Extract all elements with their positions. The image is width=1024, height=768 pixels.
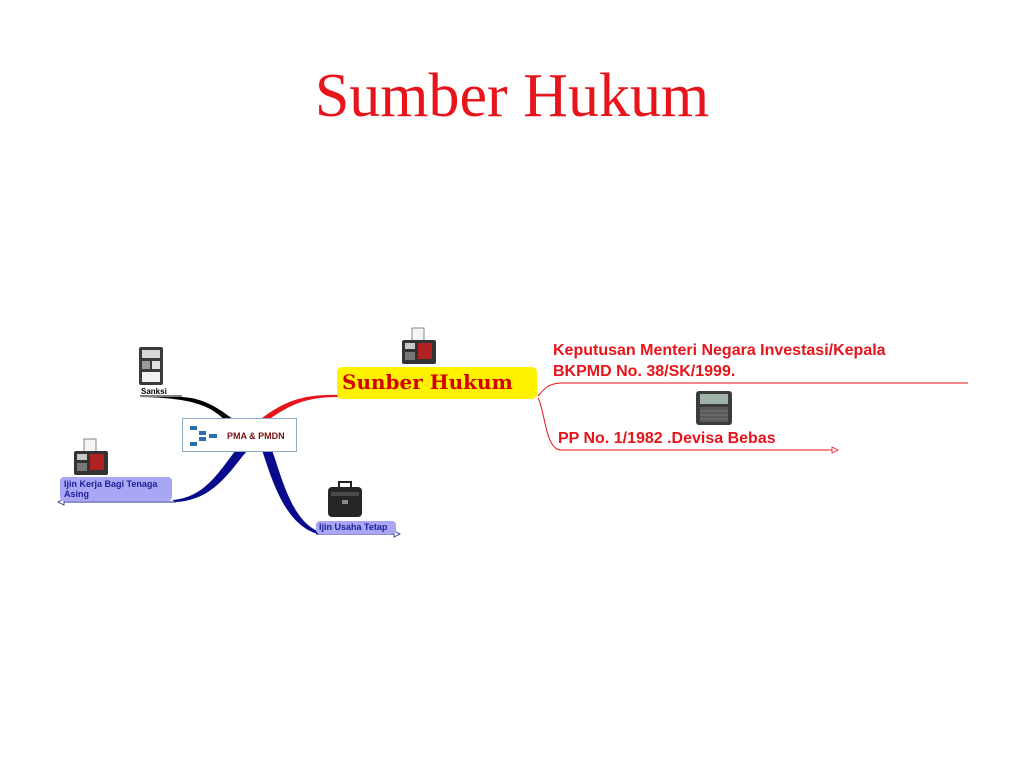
central-topic-node[interactable]: PMA & PMDN	[182, 418, 297, 452]
branch-sumber	[262, 394, 338, 420]
briefcase-icon	[328, 481, 362, 517]
branch-label-sumber-hukum: Sunber Hukum	[342, 370, 513, 394]
sub-branch-keputusan-1[interactable]: Keputusan Menteri Negara Investasi/Kepal…	[553, 342, 886, 359]
central-topic-label: PMA & PMDN	[227, 431, 285, 441]
mindmap-structure-icon	[190, 426, 217, 446]
branch-node-ijin-kerja[interactable]: Ijin Kerja Bagi Tenaga Asing	[60, 477, 172, 501]
branch-label-ijin-kerja-2: Asing	[64, 489, 90, 499]
calculator-receipt-icon	[402, 327, 436, 364]
branch-ijin-kerja	[172, 450, 246, 502]
sub-branch-pp[interactable]: PP No. 1/1982 .Devisa Bebas	[558, 430, 776, 447]
link-keputusan	[537, 382, 968, 397]
slide-title: Sumber Hukum	[314, 62, 710, 130]
branch-node-sumber-hukum[interactable]: Sunber Hukum	[337, 367, 537, 399]
branch-label-sanksi[interactable]: Sanksi	[141, 387, 167, 396]
calculator-receipt-icon	[74, 438, 108, 475]
branch-ijin-usaha	[262, 450, 320, 534]
link-pp	[537, 397, 836, 451]
electronic-organizer-icon	[696, 391, 732, 425]
cash-register-icon	[139, 347, 163, 385]
branch-label-ijin-usaha: Ijin Usaha Tetap	[319, 522, 388, 532]
branch-label-ijin-kerja-1: Ijin Kerja Bagi Tenaga	[64, 479, 158, 489]
arrow-pp	[831, 446, 839, 454]
arrow-ijin-usaha	[393, 530, 401, 538]
branch-node-ijin-usaha[interactable]: Ijin Usaha Tetap	[316, 521, 396, 534]
sub-branch-keputusan-2[interactable]: BKPMD No. 38/SK/1999.	[553, 363, 736, 380]
